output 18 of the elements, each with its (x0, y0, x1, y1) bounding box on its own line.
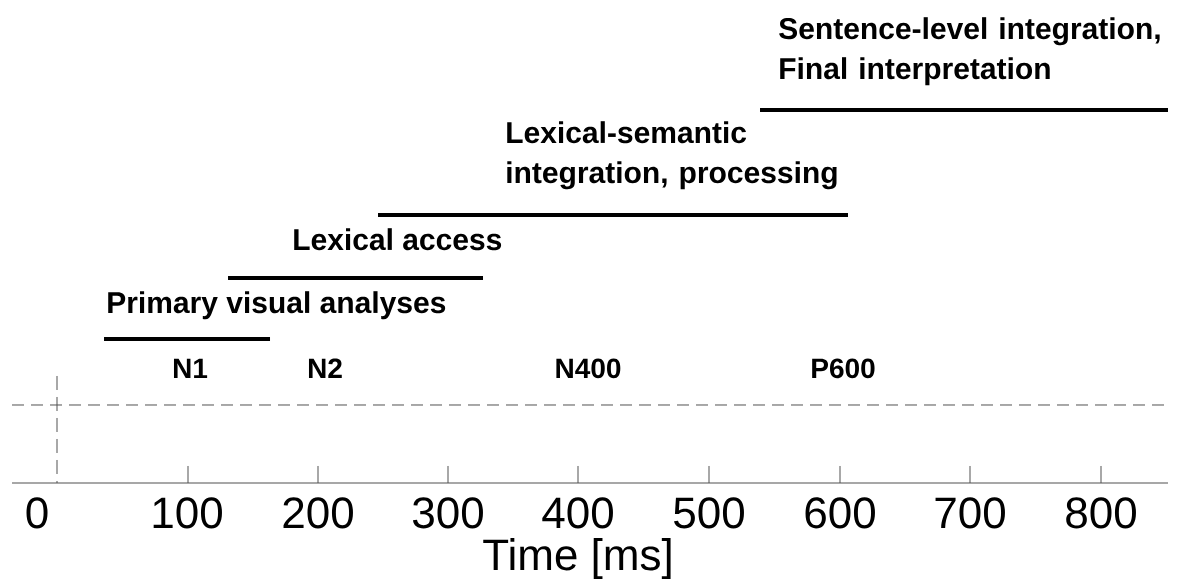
tick-label: 500 (674, 497, 744, 529)
component-label: P600 (812, 358, 875, 379)
component-label: N1 (174, 358, 208, 378)
tick-label: 800 (1066, 497, 1136, 529)
axis-title: Time [ms] (483, 538, 671, 580)
tick-label: 0 (26, 497, 48, 529)
tick-label: 600 (805, 497, 875, 529)
tick-label: 200 (283, 497, 353, 529)
component-label: N400 (556, 358, 621, 379)
tick-label: 300 (413, 497, 483, 529)
phase-label: Sentence-level integration, Final interpretation (779, 17, 1160, 86)
tick-label: 700 (935, 497, 1005, 529)
phase-label: Lexical-semantic integration, processing (507, 121, 837, 190)
phase-label: Lexical access (294, 228, 502, 251)
phase-label: Primary visual analyses (108, 291, 446, 320)
tick-label: 100 (153, 497, 222, 529)
tick-label: 400 (542, 497, 613, 529)
component-label: N2 (309, 358, 342, 378)
